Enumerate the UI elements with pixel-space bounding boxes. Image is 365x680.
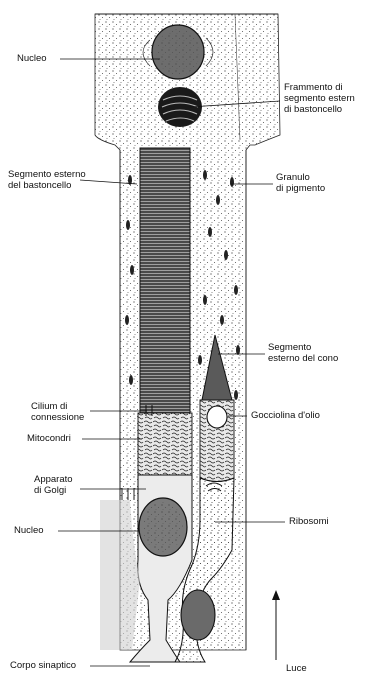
label-corpo: Corpo sinaptico [10, 660, 76, 671]
oil-droplet [207, 406, 227, 428]
label-cilium: Cilium di connessione [31, 401, 84, 423]
label-ribosomi: Ribosomi [289, 516, 329, 527]
cone-inner-segment [200, 400, 234, 482]
label-nucleo-bottom: Nucleo [14, 525, 44, 536]
rod-inner-segment [138, 405, 192, 475]
label-frammento: Frammento di segmento estern di bastonce… [284, 82, 355, 115]
label-luce: Luce [286, 663, 307, 674]
label-gocciolina: Gocciolina d'olio [251, 410, 320, 421]
label-granulo: Granulo di pigmento [276, 172, 325, 194]
rod-outer-segment [140, 148, 190, 413]
label-nucleo-top: Nucleo [17, 53, 47, 64]
label-segmento-cono: Segmento esterno del cono [268, 342, 338, 364]
label-apparato: Apparato di Golgi [34, 474, 73, 496]
label-segmento-bastoncello: Segmento esterno del bastoncello [8, 169, 86, 191]
label-mitocondri: Mitocondri [27, 433, 71, 444]
cone-nucleus [181, 590, 215, 640]
light-arrow [272, 590, 280, 660]
